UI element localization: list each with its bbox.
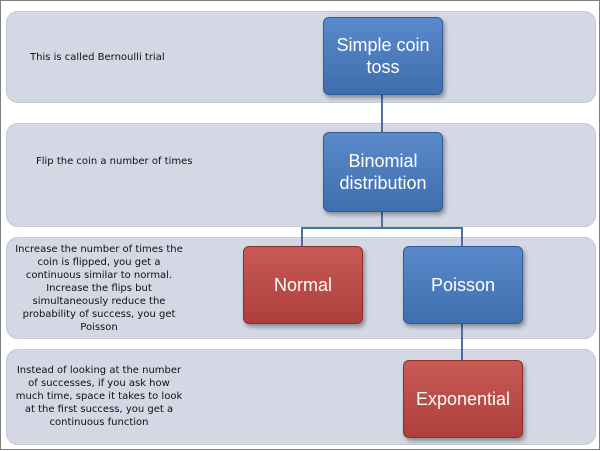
row-4-description: Instead of looking at the number of succ… xyxy=(15,365,183,428)
poisson-node: Poisson xyxy=(403,246,523,324)
binomial-distribution-node: Binomial distribution xyxy=(323,132,443,212)
row-band-1: This is called Bernoulli trial xyxy=(6,11,596,103)
exponential-node: Exponential xyxy=(403,360,523,438)
row-2-description: Flip the coin a number of times xyxy=(36,156,193,167)
row-1-description: This is called Bernoulli trial xyxy=(30,52,165,63)
normal-node: Normal xyxy=(243,246,363,324)
simple-coin-toss-node: Simple coin toss xyxy=(323,17,443,95)
row-band-2: Flip the coin a number of times xyxy=(6,123,596,227)
row-3-description: Increase the number of times the coin is… xyxy=(15,244,183,333)
